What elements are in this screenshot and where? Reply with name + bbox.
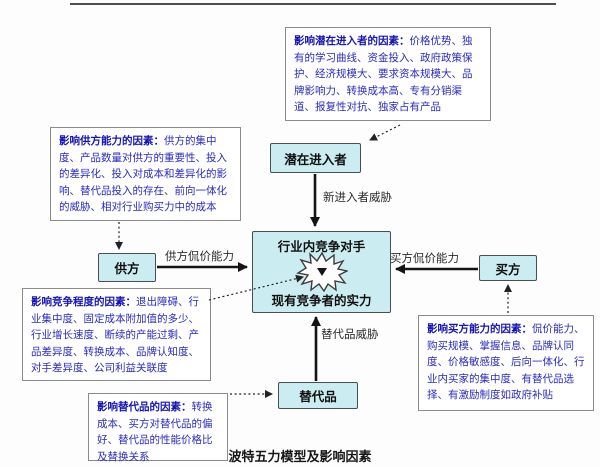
factor-title: 影响买方能力的因素： [427, 323, 532, 335]
factor-box-rivalry: 影响竞争程度的因素：退出障碍、行业集中度、固定成本附加值的多少、行业增长速度、断… [22, 288, 211, 381]
dotted-arrow-entrants-factors [369, 124, 401, 141]
factor-body: 退出障碍、行业集中度、固定成本附加值的多少、行业增长速度、断续的产能过剩、产品差… [31, 296, 199, 374]
node-substitutes: 替代品 [278, 382, 358, 409]
top-divider-line [70, 3, 556, 5]
factor-body: 侃价能力、购买规模、掌握信息、品牌认同度、价格敏感度、后向一体化、行业内买家的集… [427, 323, 585, 401]
edge-label-buyer-bargaining: 买方侃价能力 [390, 251, 459, 265]
factor-body: 供方的集中度、产品数量对供方的重要性、投入的差异化、投入对成本和差异化的影响、替… [59, 135, 227, 213]
edge-label-substitute-threat: 替代品威胁 [321, 327, 379, 341]
node-label: 潜在进入者 [284, 151, 347, 167]
node-label: 替代品 [299, 389, 337, 404]
factor-body: 价格优势、独有的学习曲线、资金投入、政府政策保护、经济规模大、要求资本规模大、品… [294, 35, 473, 113]
edge-label-supplier-bargaining: 供方侃价能力 [165, 249, 234, 263]
factor-title: 影响供方能力的因素： [59, 135, 164, 147]
factor-box-potential-entrants: 影响潜在进入者的因素：价格优势、独有的学习曲线、资金投入、政府政策保护、经济规模… [285, 27, 491, 121]
node-sublabel: 现有竞争者的实力 [271, 293, 372, 308]
node-industry-rivals: 行业内竞争对手 现有竞争者的实力 [252, 231, 391, 313]
down-arrowhead-icon [316, 268, 327, 276]
factor-title: 影响竞争程度的因素： [31, 296, 136, 308]
collision-starburst-icon [295, 251, 349, 293]
factor-box-buyers: 影响买方能力的因素：侃价能力、购买规模、掌握信息、品牌认同度、价格敏感度、后向一… [418, 315, 594, 411]
node-label: 供方 [114, 261, 140, 276]
node-label: 买方 [495, 261, 521, 277]
node-buyers: 买方 [479, 255, 537, 281]
factor-box-suppliers: 影响供方能力的因素：供方的集中度、产品数量对供方的重要性、投入的差异化、投入对成… [50, 127, 241, 221]
factor-body: 转换成本、买方对替代品的偏好、替代品的性能价格比及替换关系 [97, 401, 213, 463]
factor-title: 影响潜在进入者的因素： [294, 35, 410, 47]
node-suppliers: 供方 [98, 253, 156, 282]
node-potential-entrants: 潜在进入者 [270, 143, 361, 173]
diagram-caption: 波特五力模型及影响因素 [228, 450, 372, 465]
factor-box-substitutes: 影响替代品的因素：转换成本、买方对替代品的偏好、替代品的性能价格比及替换关系 [88, 393, 228, 463]
factor-title: 影响替代品的因素： [97, 401, 192, 413]
node-label: 行业内竞争对手 [277, 239, 366, 254]
edge-label-new-entrant-threat: 新进入者威胁 [323, 190, 392, 204]
